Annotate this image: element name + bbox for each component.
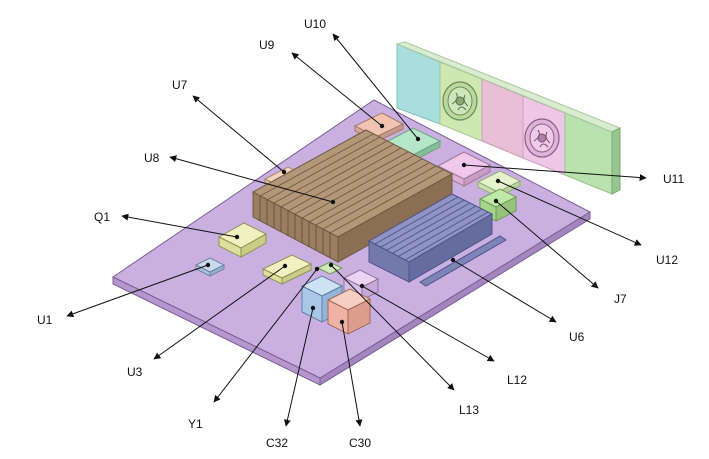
leader-u7 — [192, 95, 285, 173]
fan-strip — [395, 41, 622, 195]
leader-q1 — [121, 213, 238, 238]
leader-u9 — [291, 52, 383, 127]
label-u8: U8 — [144, 151, 160, 165]
label-l13: L13 — [459, 403, 479, 417]
y1-crystal — [316, 261, 344, 275]
leader-l13 — [330, 264, 455, 391]
leader-c32 — [283, 307, 314, 427]
leader-y1 — [213, 268, 318, 403]
leader-l12 — [361, 285, 495, 362]
label-c32: C32 — [266, 436, 288, 450]
u6-heatsink — [367, 193, 507, 287]
fan-1 — [442, 81, 478, 121]
leader-j7 — [495, 200, 599, 289]
label-u10: U10 — [304, 17, 326, 31]
labels: U10 U9 U7 U8 Q1 U1 U3 Y1 C32 C30 L13 L12… — [37, 17, 684, 450]
label-q1: Q1 — [94, 210, 110, 224]
leader-u3 — [153, 265, 286, 360]
leader-c30 — [341, 321, 363, 427]
leader-u8 — [169, 155, 334, 203]
label-c30: C30 — [349, 436, 371, 450]
label-u9: U9 — [259, 38, 275, 52]
fan-2 — [524, 118, 560, 158]
label-u12: U12 — [656, 253, 678, 267]
l12-inductor — [342, 269, 380, 301]
leader-lines — [66, 33, 647, 427]
label-u11: U11 — [663, 172, 684, 186]
u8-heatsink — [251, 129, 454, 263]
leader-u10 — [332, 33, 419, 140]
leader-u1 — [66, 264, 209, 318]
leader-u6 — [452, 259, 557, 323]
label-y1: Y1 — [188, 417, 203, 431]
label-u7: U7 — [172, 78, 188, 92]
label-u6: U6 — [569, 330, 585, 344]
leader-u12 — [497, 180, 642, 246]
q1-chip — [217, 222, 268, 258]
label-l12: L12 — [507, 373, 527, 387]
label-j7: J7 — [614, 292, 627, 306]
label-u1: U1 — [37, 313, 53, 327]
leader-u11 — [463, 164, 647, 182]
label-u3: U3 — [127, 365, 143, 379]
